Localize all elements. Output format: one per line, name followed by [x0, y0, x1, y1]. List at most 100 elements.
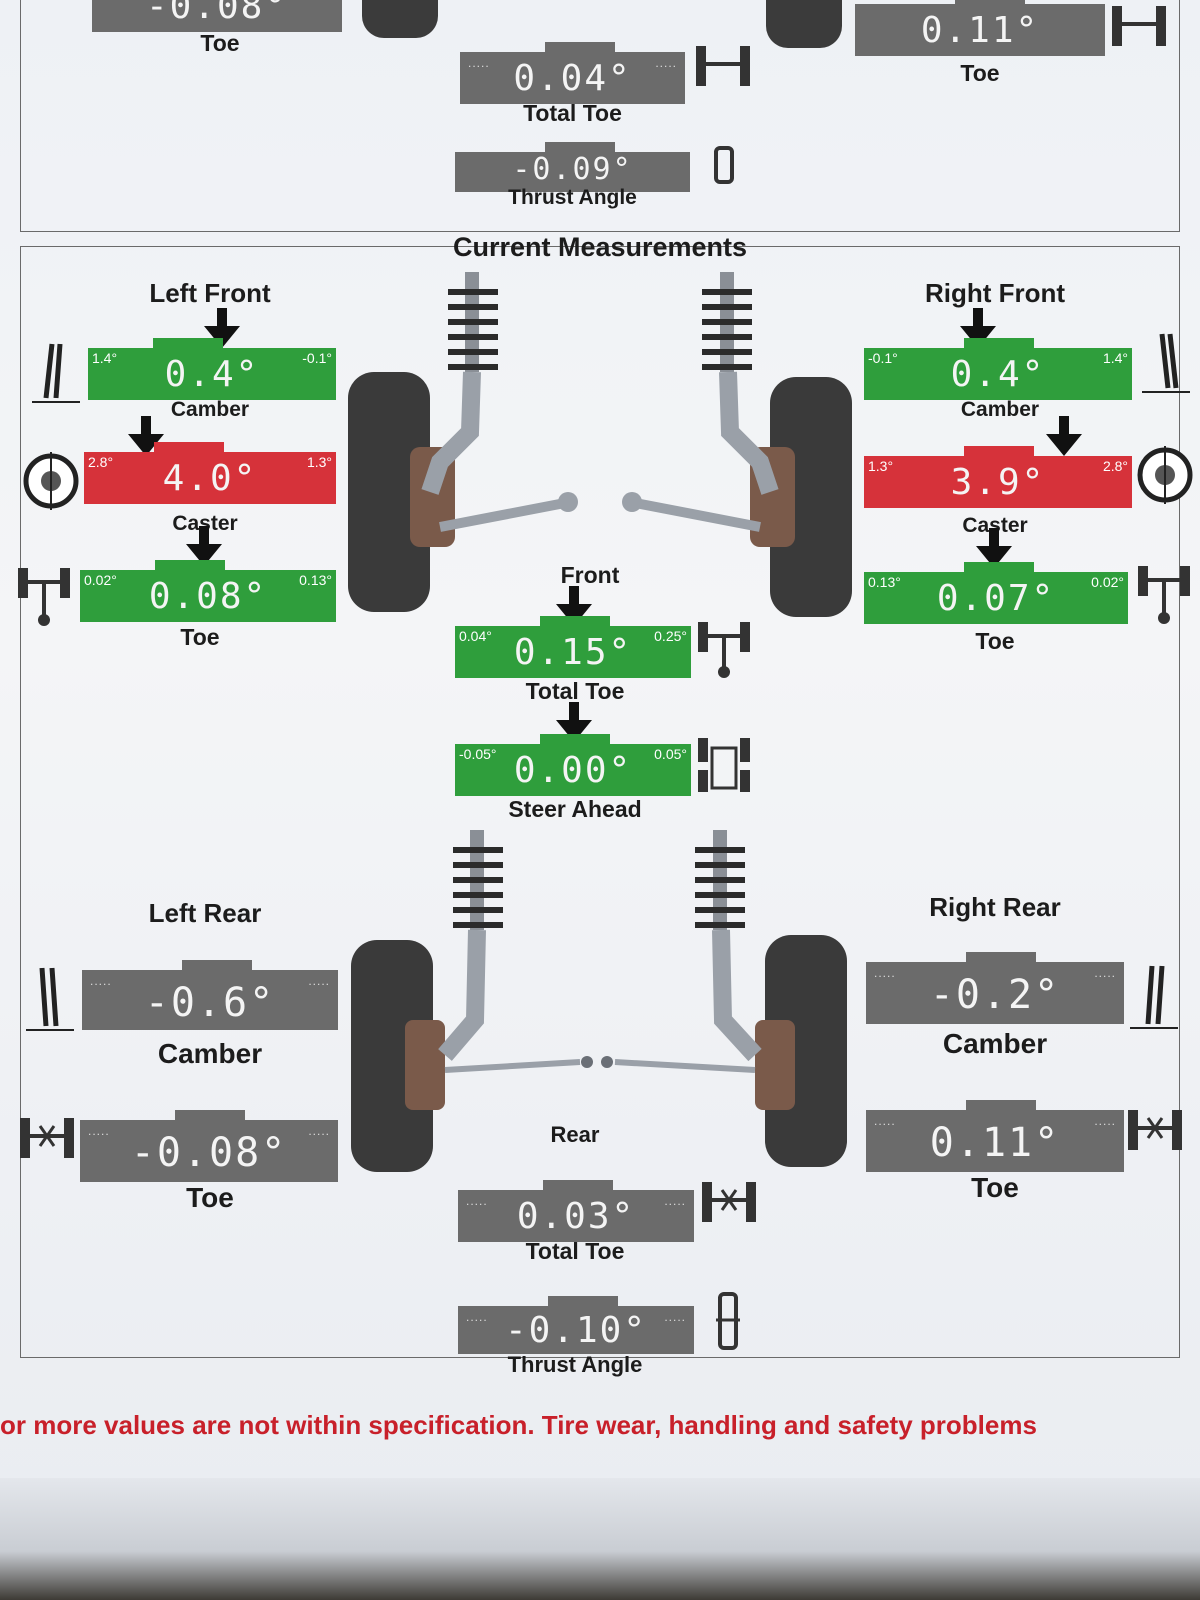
front-right-suspension-illustration: [622, 272, 852, 617]
left-front-caster-min: 2.8°: [88, 454, 114, 470]
front-heading: Front: [560, 562, 620, 588]
left-front-toe-min: 0.02°: [84, 572, 117, 588]
left-front-caster-max: 1.3°: [306, 454, 332, 470]
right-rear-camber-value: -0.2°: [929, 972, 1061, 1018]
left-front-toe-label: Toe: [180, 624, 220, 650]
right-rear-toe-label: Toe: [971, 1172, 1019, 1203]
left-front-camber-label: Camber: [170, 398, 250, 421]
left-front-toe-value: 0.08°: [148, 576, 268, 617]
left-front-camber-icon: [32, 343, 80, 403]
front-total-toe-icon: [698, 622, 750, 678]
right-front-caster-icon: [1137, 446, 1193, 504]
right-rear-camber-icon: [1130, 965, 1178, 1029]
prev-total-toe-icon: [696, 46, 750, 86]
left-rear-camber-value: -0.6°: [144, 980, 276, 1026]
front-total-toe-min: 0.04°: [459, 628, 492, 644]
front-total-toe-value: 0.15°: [513, 632, 633, 673]
steer-ahead-label: Steer Ahead: [508, 796, 642, 822]
prev-right-wheel: [766, 0, 842, 48]
right-front-toe-icon: [1138, 566, 1190, 624]
steer-ahead-icon: [698, 738, 750, 792]
steer-ahead-min: -0.05°: [459, 746, 497, 762]
front-total-toe-label: Total Toe: [525, 678, 625, 704]
right-front-camber-label: Camber: [960, 398, 1040, 421]
rear-thrust-angle-value: -0.10°: [504, 1310, 648, 1351]
previous-section-frame: [20, 0, 1180, 232]
left-front-heading: Left Front: [149, 278, 271, 308]
left-rear-toe-gauge: .......... -0.08°: [80, 1110, 338, 1182]
left-front-camber-gauge: 1.4° -0.1° 0.4°: [88, 338, 336, 400]
prev-thrust-angle-value: -0.09°: [512, 152, 633, 187]
right-front-heading: Right Front: [924, 278, 1066, 308]
left-rear-toe-icon: [20, 1118, 74, 1158]
front-left-suspension-illustration: [348, 272, 578, 612]
out-of-spec-warning: or more values are not within specificat…: [0, 1410, 1037, 1440]
right-front-camber-gauge: -0.1° 1.4° 0.4°: [864, 338, 1132, 400]
prev-thrust-angle-label: Thrust Angle: [508, 186, 637, 209]
rear-heading: Rear: [550, 1122, 600, 1147]
prev-total-toe-gauge: .......... 0.04°: [460, 42, 685, 104]
steer-ahead-gauge: -0.05° 0.05° 0.00°: [455, 734, 691, 796]
right-front-toe-value: 0.07°: [936, 578, 1056, 619]
steer-ahead-max: 0.05°: [654, 746, 687, 762]
paper-bottom-edge: [0, 1478, 1200, 1600]
right-front-caster-arrow: [1046, 416, 1082, 456]
right-front-caster-value: 3.9°: [950, 462, 1046, 503]
left-front-camber-value: 0.4°: [164, 354, 260, 395]
left-rear-camber-label: Camber: [157, 1038, 263, 1069]
rear-thrust-angle-gauge: .......... -0.10°: [458, 1296, 694, 1354]
left-front-caster-label: Caster: [172, 512, 238, 535]
right-front-camber-min: -0.1°: [868, 350, 898, 366]
prev-thrust-angle-icon: [714, 146, 734, 184]
right-front-camber-value: 0.4°: [950, 354, 1046, 395]
left-rear-toe-label: Toe: [186, 1182, 234, 1213]
prev-right-toe-label: Toe: [960, 60, 1000, 86]
left-front-toe-max: 0.13°: [299, 572, 332, 588]
prev-total-toe-value: 0.04°: [513, 58, 632, 99]
left-front-caster-gauge: 2.8° 1.3° 4.0°: [84, 442, 336, 504]
right-front-caster-gauge: 1.3° 2.8° 3.9°: [864, 446, 1132, 508]
right-front-toe-gauge: 0.13° 0.02° 0.07°: [864, 562, 1128, 624]
right-front-camber-icon: [1142, 333, 1190, 393]
front-total-toe-gauge: 0.04° 0.25° 0.15°: [455, 616, 691, 678]
steer-ahead-value: 0.00°: [513, 750, 633, 791]
rear-thrust-angle-label: Thrust Angle: [507, 1352, 643, 1377]
current-section-frame: [20, 246, 1180, 1358]
left-rear-camber-icon: [26, 967, 74, 1031]
prev-left-wheel: [362, 0, 438, 38]
right-rear-camber-label: Camber: [942, 1028, 1048, 1059]
prev-total-toe-label: Total Toe: [523, 100, 622, 126]
right-front-toe-max: 0.02°: [1091, 574, 1124, 590]
right-front-toe-label: Toe: [975, 628, 1015, 654]
prev-left-toe-gauge: -0.08°: [92, 0, 342, 32]
rear-total-toe-gauge: .......... 0.03°: [458, 1180, 694, 1242]
left-front-camber-max: -0.1°: [302, 350, 332, 366]
prev-right-toe-value: 0.11°: [920, 10, 1040, 51]
right-front-caster-label: Caster: [962, 514, 1028, 537]
rear-thrust-angle-icon: [716, 1292, 740, 1350]
rear-suspension-illustration: [351, 830, 847, 1172]
prev-left-toe-label: Toe: [200, 30, 240, 56]
rear-total-toe-icon: [702, 1182, 756, 1222]
left-front-caster-value: 4.0°: [162, 458, 258, 499]
left-rear-camber-gauge: .......... -0.6°: [82, 960, 338, 1030]
rear-total-toe-label: Total Toe: [525, 1238, 625, 1264]
right-rear-toe-value: 0.11°: [929, 1120, 1061, 1166]
left-rear-toe-value: -0.08°: [130, 1130, 288, 1176]
right-front-caster-min: 1.3°: [868, 458, 894, 474]
left-rear-heading: Left Rear: [148, 898, 262, 928]
left-front-caster-icon: [23, 452, 79, 510]
prev-thrust-angle-gauge: -0.09°: [455, 142, 690, 192]
right-front-caster-max: 2.8°: [1102, 458, 1128, 474]
rear-total-toe-value: 0.03°: [516, 1196, 636, 1237]
right-rear-heading: Right Rear: [929, 892, 1061, 922]
right-rear-camber-gauge: .......... -0.2°: [866, 952, 1124, 1024]
right-front-toe-min: 0.13°: [868, 574, 901, 590]
section-title: Current Measurements: [452, 232, 748, 262]
left-front-camber-min: 1.4°: [92, 350, 118, 366]
prev-right-toe-icon: [1112, 6, 1166, 46]
left-front-toe-gauge: 0.02° 0.13° 0.08°: [80, 560, 336, 622]
front-total-toe-max: 0.25°: [654, 628, 687, 644]
right-front-camber-max: 1.4°: [1102, 350, 1128, 366]
prev-right-toe-gauge: 0.11°: [855, 0, 1105, 56]
